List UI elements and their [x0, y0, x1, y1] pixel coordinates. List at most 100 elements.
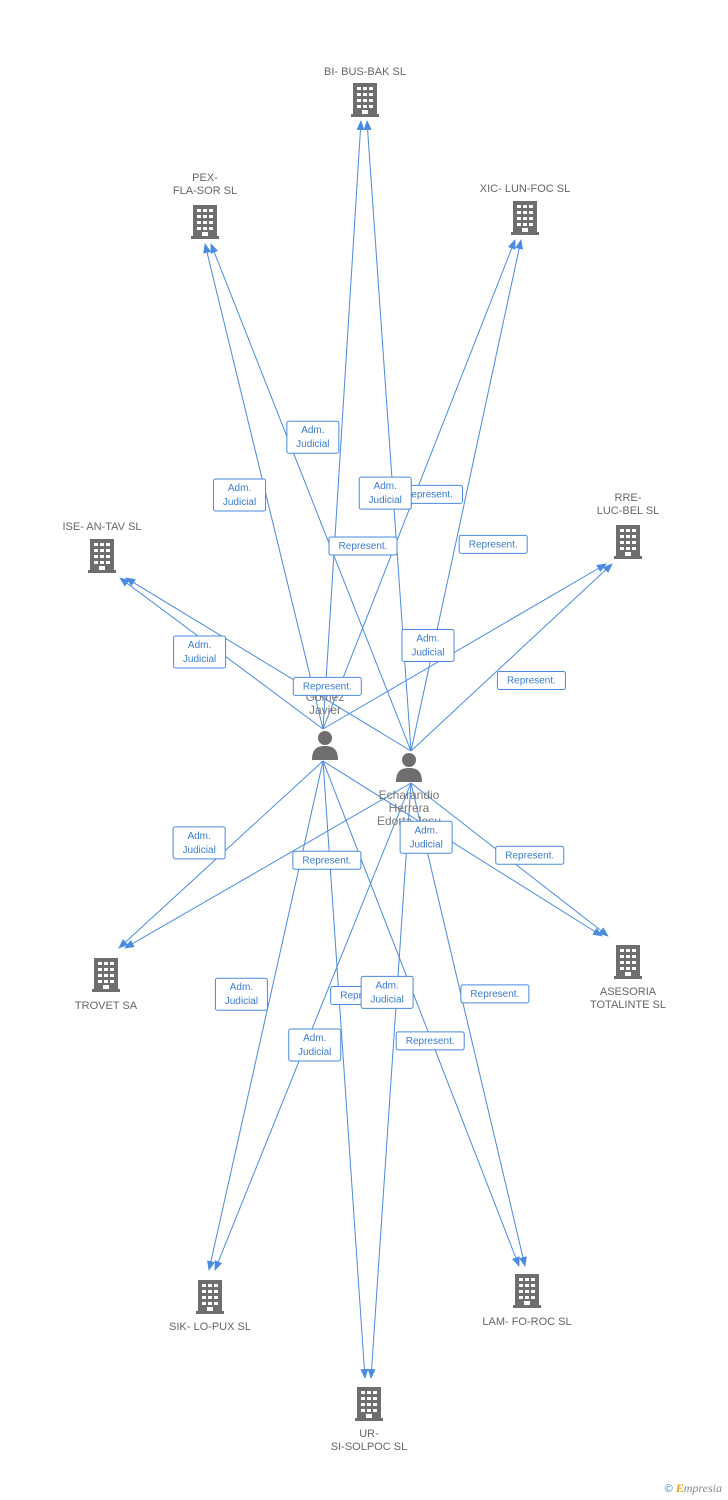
edge-label-text: Represent. — [406, 1036, 455, 1047]
edge-label-text: Represent. — [302, 855, 351, 866]
edge-line-p1-c5 — [322, 563, 607, 730]
empresia-logo[interactable]: Empresia — [675, 1481, 722, 1495]
edge-label-text: Represent. — [339, 541, 388, 552]
company-name: TROVET SA — [75, 1000, 138, 1012]
edge-label-box — [358, 476, 412, 510]
person-name: Herrera — [389, 801, 430, 815]
person-icon — [396, 753, 422, 782]
edge-line-p2-c10 — [367, 782, 412, 1379]
represent-label-c3[interactable]: Represent. — [458, 534, 528, 554]
company-node-c1[interactable]: BI- BUS-BAK SL — [324, 66, 406, 117]
edge-label-text: Judicial — [183, 654, 216, 665]
company-name: LAM- FO-ROC SL — [482, 1316, 571, 1328]
adm-judicial-label-c7[interactable]: Adm.Judicial — [399, 820, 453, 854]
edge-label-box — [460, 984, 530, 1004]
edge-label-box — [288, 1028, 342, 1062]
edge-line-p2-c3 — [410, 239, 524, 752]
edge-label-box — [401, 628, 455, 662]
edge-line-p1-c7 — [322, 760, 603, 937]
edge-label-text: Adm. — [303, 1033, 326, 1044]
edge-label-text: Adm. — [414, 825, 437, 836]
edge-label-text: Represent. — [469, 539, 518, 550]
edge-line-p2-c9 — [410, 782, 527, 1267]
adm-judicial-label-c10[interactable]: Adm.Judicial — [288, 1028, 342, 1062]
edge-label-text: Adm. — [375, 980, 398, 991]
edge-label-text: Judicial — [369, 495, 402, 506]
company-node-c2[interactable]: PEX-FLA-SOR SL — [173, 172, 237, 239]
person-icon — [312, 731, 338, 760]
company-name: PEX- — [192, 172, 218, 184]
edge-label-box — [173, 635, 227, 669]
represent-label-c10[interactable]: Represent. — [395, 1031, 465, 1051]
company-node-c4[interactable]: ISE- AN-TAV SL — [62, 521, 142, 573]
edge-label-box — [292, 850, 362, 870]
building-icon — [351, 83, 379, 117]
edge-line-p1-c9 — [322, 760, 520, 1267]
company-name: ISE- AN-TAV SL — [62, 521, 141, 533]
company-name: XIC- LUN-FOC SL — [480, 183, 570, 195]
represent-label-c7[interactable]: Represent. — [495, 845, 565, 865]
edge-label-text: Adm. — [416, 633, 439, 644]
represent-label-c4[interactable]: Represent. — [292, 676, 362, 696]
represent-label-c6[interactable]: Represent. — [292, 850, 362, 870]
company-name: BI- BUS-BAK SL — [324, 66, 406, 78]
company-node-c9[interactable]: LAM- FO-ROC SL — [482, 1274, 572, 1328]
adm-judicial-label-c3[interactable]: Adm. Judicial — [358, 476, 412, 510]
edge-label-box — [496, 670, 566, 690]
building-icon — [191, 205, 219, 239]
building-icon — [513, 1274, 541, 1308]
represent-label-c5[interactable]: Represent. — [496, 670, 566, 690]
building-icon — [355, 1387, 383, 1421]
adm-judicial-label-c9[interactable]: Adm.Judicial — [360, 975, 414, 1009]
company-node-c8[interactable]: SIK- LO-PUX SL — [169, 1280, 251, 1333]
company-name: LUC-BEL SL — [597, 505, 660, 517]
company-name: TOTALINTE SL — [590, 999, 666, 1011]
edge-label-text: Represent. — [470, 989, 519, 1000]
edge-label-box — [495, 845, 565, 865]
adm-judicial-label-c6[interactable]: Adm.Judicial — [172, 826, 226, 860]
edge-line-p1-c8 — [207, 760, 324, 1271]
nodes-layer: BI- BUS-BAK SL PEX-FLA-SOR SL XIC- LUN-FOC… — [62, 66, 666, 1453]
company-node-c5[interactable]: RRE-LUC-BEL SL — [597, 492, 660, 559]
building-icon — [614, 525, 642, 559]
edge-label-box — [458, 534, 528, 554]
company-name: ASESORIA — [600, 986, 657, 998]
edge-label-box — [328, 536, 398, 556]
edge-label-box — [360, 975, 414, 1009]
edge-line-p1-c3 — [322, 239, 516, 730]
adm-judicial-label-c4[interactable]: Adm. Judicial — [173, 635, 227, 669]
edge-label-box — [286, 420, 340, 454]
adm-judicial-label-c5[interactable]: Adm.Judicial — [401, 628, 455, 662]
edge-label-text: Represent. — [505, 850, 554, 861]
edge-label-box — [172, 826, 226, 860]
edge-label-box — [292, 676, 362, 696]
person-name: Echarandio — [379, 788, 440, 802]
edge-label-text: Adm. — [230, 982, 253, 993]
edge-label-text: Judicial — [223, 497, 256, 508]
edge-label-text: Adm. — [228, 483, 251, 494]
company-node-c3[interactable]: XIC- LUN-FOC SL — [480, 183, 570, 235]
company-name: FLA-SOR SL — [173, 185, 237, 197]
edge-label-text: Adm. — [374, 481, 397, 492]
edge-line-p2-c2 — [210, 243, 412, 752]
adm-judicial-label-c1[interactable]: Adm.Judicial — [286, 420, 340, 454]
copyright-symbol: © — [664, 1483, 673, 1495]
adm-judicial-label-c8[interactable]: Adm.Judicial — [214, 977, 268, 1011]
edge-label-text: Judicial — [182, 845, 215, 856]
edge-label-text: Adm. — [301, 425, 324, 436]
edge-label-text: Adm. — [188, 640, 211, 651]
company-name: SIK- LO-PUX SL — [169, 1321, 251, 1333]
edge-label-box — [214, 977, 268, 1011]
edges-layer — [118, 120, 613, 1379]
represent-label-c2[interactable]: Represent. — [328, 536, 398, 556]
represent-label-c9[interactable]: Represent. — [460, 984, 530, 1004]
company-node-c10[interactable]: UR-SI-SOLPOC SL — [331, 1387, 407, 1453]
company-node-c6[interactable]: TROVET SA — [75, 958, 138, 1012]
edge-line-p2-c4 — [125, 577, 412, 752]
edge-line-p2-c5 — [410, 563, 613, 752]
edge-line-p1-c1 — [322, 120, 365, 730]
adm-judicial-label-c2[interactable]: Adm. Judicial — [213, 478, 267, 512]
